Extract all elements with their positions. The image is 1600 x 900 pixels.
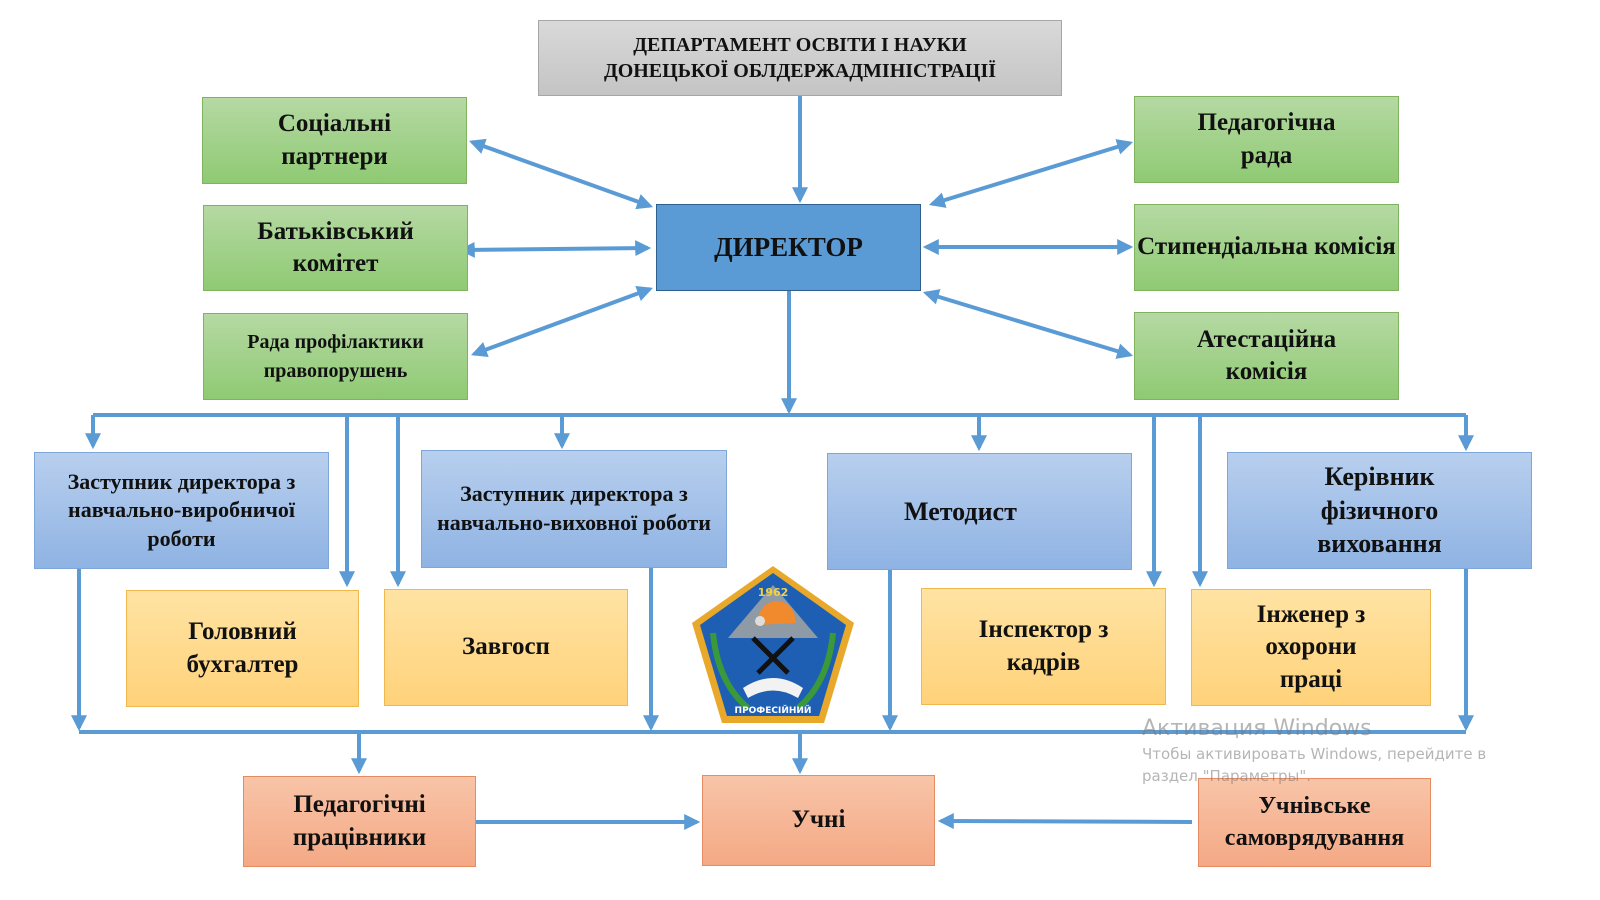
stipend-commission-box: Стипендіальна комісія: [1134, 204, 1399, 291]
teachers-box: Педагогічні працівники: [243, 776, 476, 867]
arrow-social: [468, 138, 654, 210]
label: Педагогічні працівники: [292, 791, 427, 851]
svg-text:ПРОФЕСІЙНИЙ: ПРОФЕСІЙНИЙ: [735, 704, 812, 716]
label: Батьківський комітет: [257, 217, 414, 278]
supply-manager-box: Завгосп: [384, 589, 628, 706]
deputy-production-box: Заступник директора з навчально-виробнич…: [34, 452, 329, 569]
hammer-pick-icon: [751, 636, 795, 675]
label: Соціальні партнери: [277, 110, 392, 170]
prevention-council-box: Рада профілактики правопорушень: [203, 313, 468, 400]
hr-inspector-box: Інспектор з кадрів: [921, 588, 1166, 705]
label: Заступник директора з навчально-виробнич…: [67, 468, 296, 551]
arrow-attest: [922, 289, 1134, 359]
lower-feeds: [71, 568, 1474, 830]
label: Керівник фізичного виховання: [1317, 461, 1442, 559]
upper-drops: [85, 415, 1474, 588]
label: Рада профілактики правопорушень: [247, 330, 424, 382]
department-label: ДЕПАРТАМЕНТ ОСВІТИ І НАУКИ ДОНЕЦЬКОЇ ОБЛ…: [603, 34, 997, 82]
label: Інженер з охорони праці: [1256, 600, 1366, 693]
label: Заступник директора з навчально-виховної…: [437, 481, 711, 535]
logo-year: 1962: [758, 586, 789, 599]
pe-head-box: Керівник фізичного виховання: [1227, 452, 1532, 569]
safety-engineer-box: Інженер з охорони праці: [1191, 589, 1431, 706]
director-box: ДИРЕКТОР: [656, 204, 921, 291]
pedagogical-council-box: Педагогічна рада: [1134, 96, 1399, 183]
label: Учнівське самоврядування: [1224, 793, 1405, 851]
department-box: ДЕПАРТАМЕНТ ОСВІТИ І НАУКИ ДОНЕЦЬКОЇ ОБЛ…: [538, 20, 1062, 96]
label: Інспектор з кадрів: [978, 616, 1109, 676]
arrow-parents: [458, 240, 652, 258]
students-box: Учні: [702, 775, 935, 866]
label: Педагогічна рада: [1197, 109, 1336, 169]
label: Завгосп: [462, 633, 550, 661]
watermark-line1: Чтобы активировать Windows, перейдите в: [1142, 745, 1487, 763]
chief-accountant-box: Головний бухгалтер: [126, 590, 359, 707]
label: Учні: [791, 806, 846, 834]
arrow-ped-council: [928, 139, 1134, 208]
social-partners-box: Соціальні партнери: [202, 97, 467, 184]
watermark-line2: раздел "Параметры".: [1142, 767, 1312, 785]
lyceum-logo: 1962 ПРОФЕСІЙНИЙ: [692, 566, 854, 723]
methodist-box: Методист: [827, 453, 1132, 570]
director-label: ДИРЕКТОР: [714, 231, 863, 262]
student-government-box: Учнівське самоврядування: [1198, 778, 1431, 867]
label: Стипендіальна комісія: [1137, 233, 1396, 261]
parents-committee-box: Батьківський комітет: [203, 205, 468, 291]
arrow-prevention: [470, 285, 654, 358]
label: Атестаційна комісія: [1196, 325, 1337, 386]
deputy-education-box: Заступник директора з навчально-виховної…: [421, 450, 727, 568]
attestation-commission-box: Атестаційна комісія: [1134, 312, 1399, 400]
windows-activation-watermark: Активация Windows Чтобы активировать Win…: [1142, 716, 1486, 785]
label: Головний бухгалтер: [186, 618, 299, 678]
watermark-title: Активация Windows: [1142, 716, 1372, 741]
label: Методист: [904, 496, 1017, 526]
